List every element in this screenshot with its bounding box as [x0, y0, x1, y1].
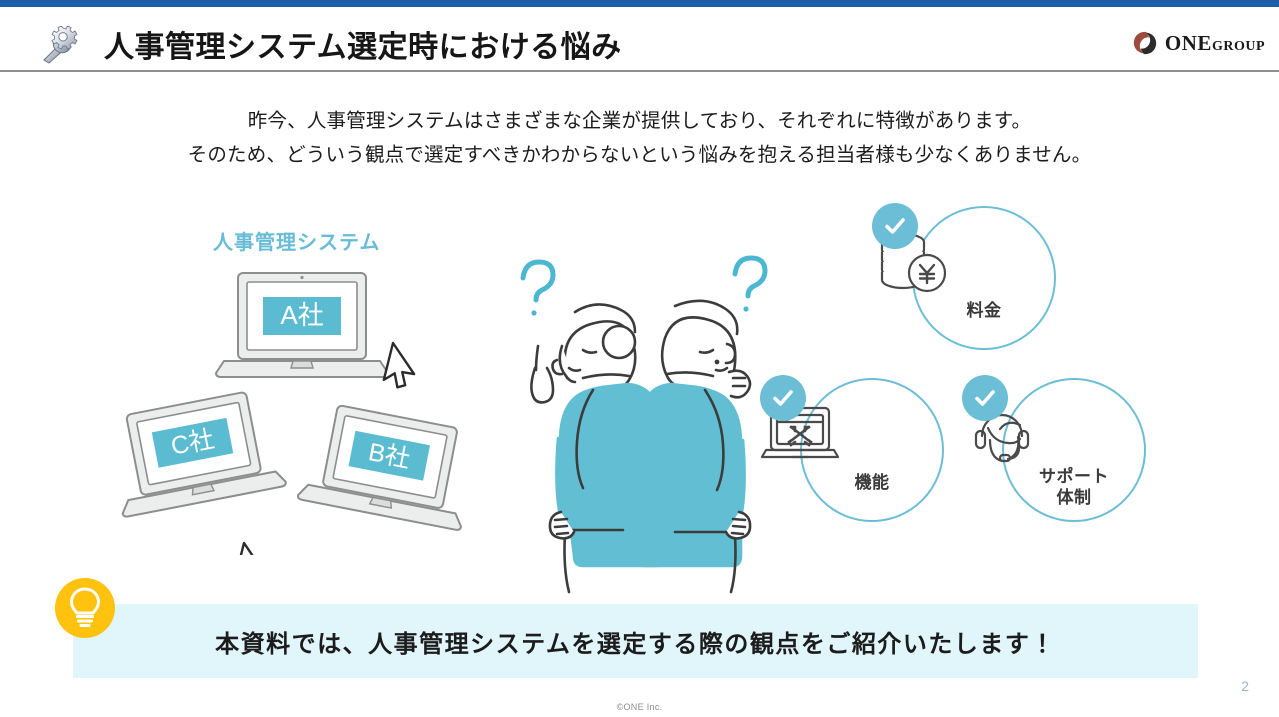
header-divider — [0, 70, 1279, 72]
slide-header: 人事管理システム選定時における悩み ONEGROUP — [0, 7, 1279, 70]
criteria-group: 料金 — [760, 200, 1190, 545]
laptop-b: B社 — [296, 404, 463, 531]
summary-banner-text: 本資料では、人事管理システムを選定する際の観点をご紹介いたします！ — [215, 630, 1056, 658]
question-mark-icon — [732, 255, 768, 312]
top-accent-bar — [0, 0, 1279, 7]
criteria-label-line-1: サポート — [1039, 467, 1109, 486]
laptops-illustration: A社 C社 B社 — [121, 272, 463, 555]
check-icon — [885, 218, 905, 234]
brand-logo: ONEGROUP — [1132, 30, 1265, 56]
lightbulb-badge — [55, 578, 115, 638]
check-badge — [962, 375, 1008, 421]
laptop-tools-icon — [760, 406, 840, 459]
svg-text:A社: A社 — [280, 300, 323, 330]
check-badge — [872, 203, 918, 249]
laptop-a: A社 — [214, 272, 390, 378]
check-icon — [975, 390, 995, 406]
mouse-cursor-icon — [233, 541, 267, 555]
brand-name: ONEGROUP — [1165, 31, 1265, 56]
criteria-label: サポート 体制 — [1002, 466, 1146, 508]
lightbulb-icon — [69, 587, 101, 627]
criteria-label: 機能 — [854, 473, 890, 492]
headset-support-icon — [974, 413, 1030, 463]
lead-line-2: そのため、どういう観点で選定すべきかわからないという悩みを抱える担当者様も少なく… — [187, 144, 1092, 166]
gear-wrench-icon — [43, 26, 78, 64]
criteria-label-line-2: 体制 — [1056, 488, 1092, 507]
systems-label: 人事管理システム — [213, 232, 381, 254]
people-illustration — [520, 255, 768, 594]
copyright-text: ©ONE Inc. — [616, 702, 663, 712]
laptop-c: C社 — [121, 391, 287, 518]
criteria-ring — [1002, 378, 1146, 522]
criteria-label: 料金 — [966, 301, 1002, 320]
mouse-cursor-icon — [382, 341, 416, 389]
check-badge — [760, 375, 806, 421]
swirl-logo-icon — [1133, 31, 1157, 55]
check-icon — [773, 390, 793, 406]
summary-banner: 本資料では、人事管理システムを選定する際の観点をご紹介いたします！ — [73, 604, 1198, 678]
question-mark-icon — [520, 259, 556, 316]
thinking-man-icon — [633, 299, 752, 594]
brand-name-main: ONE — [1164, 30, 1212, 55]
coins-yen-icon — [880, 232, 947, 293]
brand-name-suffix: GROUP — [1211, 38, 1265, 54]
lead-paragraph: 昨今、人事管理システムはさまざまな企業が提供しており、それぞれに特徴があります。… — [0, 104, 1279, 172]
page-number: 2 — [1241, 678, 1249, 694]
page-title: 人事管理システム選定時における悩み — [104, 31, 622, 64]
lead-line-1: 昨今、人事管理システムはさまざまな企業が提供しており、それぞれに特徴があります。 — [247, 110, 1032, 132]
